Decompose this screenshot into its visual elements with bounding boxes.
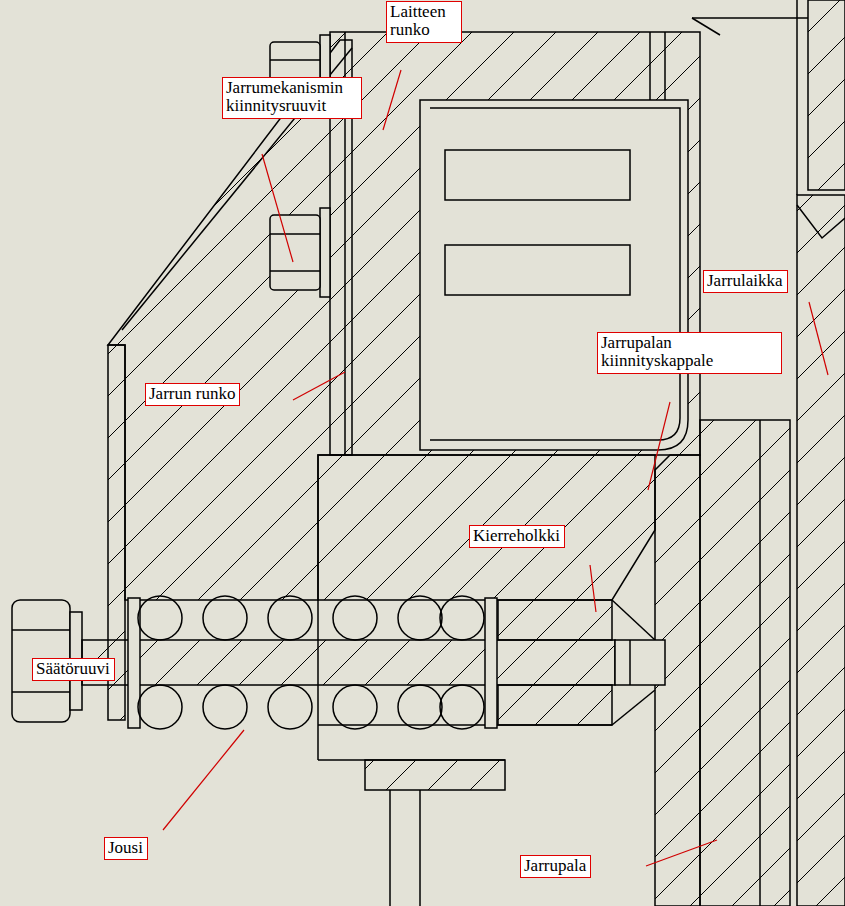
label-text: Jarrumekanismin kiinnitysruuvit bbox=[226, 79, 357, 116]
part-label: Jarrulaikka bbox=[703, 270, 788, 293]
part-label: Laitteen runko bbox=[386, 1, 462, 43]
leader-lines bbox=[163, 70, 828, 866]
label-text: Säätöruuvi bbox=[36, 660, 110, 678]
part-label: Kierreholkki bbox=[469, 525, 565, 548]
part-label: Jousi bbox=[104, 837, 148, 860]
label-text: Jarrulaikka bbox=[707, 272, 783, 290]
part-label: Jarrupalan kiinnityskappale bbox=[597, 332, 782, 374]
part-label: Säätöruuvi bbox=[32, 658, 115, 681]
part-label: Jarrupala bbox=[520, 855, 591, 878]
label-text: Jousi bbox=[108, 839, 143, 857]
section-lines bbox=[12, 0, 845, 906]
label-text: Jarrupalan kiinnityskappale bbox=[601, 334, 777, 371]
part-label: Jarrumekanismin kiinnitysruuvit bbox=[222, 77, 362, 119]
label-text: Laitteen runko bbox=[390, 3, 457, 40]
label-text: Jarrun runko bbox=[149, 385, 235, 403]
label-text: Kierreholkki bbox=[473, 527, 560, 545]
part-label: Jarrun runko bbox=[145, 383, 240, 406]
label-text: Jarrupala bbox=[524, 857, 586, 875]
